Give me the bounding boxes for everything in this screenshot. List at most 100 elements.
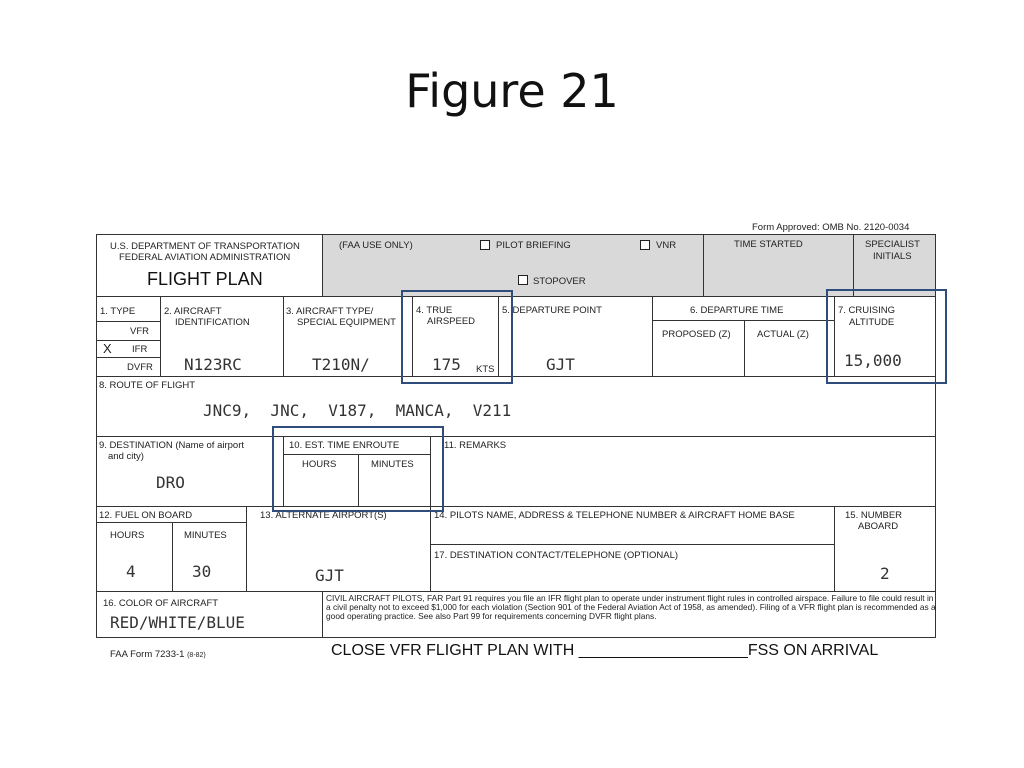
proposed-label: PROPOSED (Z) [662,329,731,340]
aircraft-id-label: 2. AIRCRAFT [164,306,222,317]
time-started-area [704,235,853,296]
form-number: FAA Form 7233-1 (8-82) [110,649,206,660]
ete-hours-label: HOURS [302,459,337,470]
altitude-value[interactable]: 15,000 [844,351,902,370]
pilot-briefing-checkbox[interactable] [480,240,490,250]
rule [834,506,835,591]
rule [96,376,936,377]
initials-label: INITIALS [873,251,912,262]
rule [96,591,936,592]
altitude-highlight [826,289,947,384]
fuel-hours-label: HOURS [110,530,145,541]
airspeed-label: 4. TRUE [416,305,453,316]
route-value[interactable]: JNC9, JNC, V187, MANCA, V211 [203,401,512,420]
aircraft-type-label: 3. AIRCRAFT TYPE/ [286,306,374,317]
department-name: U.S. DEPARTMENT OF TRANSPORTATION [110,241,300,252]
fuel-minutes-value[interactable]: 30 [192,562,212,581]
vnr-label: VNR [656,240,677,251]
faa-use-area [322,235,703,296]
rule [96,506,936,507]
rule [96,321,160,322]
rule [96,522,246,523]
pilot-briefing-label: PILOT BRIEFING [496,240,571,251]
altitude-label: 7. CRUISING [838,305,896,316]
fuel-label: 12. FUEL ON BOARD [99,510,193,521]
agency-name: FEDERAL AVIATION ADMINISTRATION [119,252,291,263]
pilot-info-label: 14. PILOTS NAME, ADDRESS & TELEPHONE NUM… [434,510,795,521]
alternate-value[interactable]: GJT [315,566,344,585]
rule [853,234,854,296]
destination-label: 9. DESTINATION (Name of airport [99,440,244,451]
form-number-text: FAA Form 7233-1 [110,649,185,660]
rule [283,454,430,455]
slide-title: Figure 21 [405,64,619,118]
aircraft-color-label: 16. COLOR OF AIRCRAFT [103,598,219,609]
airspeed-unit: KTS [476,364,495,375]
form-title: FLIGHT PLAN [147,269,263,289]
fuel-minutes-label: MINUTES [184,530,227,541]
rule [703,234,704,296]
vnr-checkbox[interactable] [640,240,650,250]
airspeed-value[interactable]: 175 [432,355,461,374]
aircraft-id-value[interactable]: N123RC [184,355,242,374]
rule [498,296,499,376]
number-aboard-label: 15. NUMBER [845,510,903,521]
rule [96,296,936,297]
stopover-checkbox[interactable] [518,275,528,285]
destination-contact-label: 17. DESTINATION CONTACT/TELEPHONE (OPTIO… [434,550,679,561]
rule [160,296,161,376]
aircraft-type-label-2: SPECIAL EQUIPMENT [297,317,396,328]
aircraft-type-value[interactable]: T210N/ [312,355,370,374]
type-ifr-mark: X [103,341,112,356]
rule [358,454,359,506]
rule [96,340,160,341]
form-date: (8-82) [187,652,206,659]
rule [172,522,173,591]
ete-highlight [272,426,444,512]
rule [652,296,653,376]
type-ifr: IFR [132,344,148,355]
actual-label: ACTUAL (Z) [757,329,809,340]
aircraft-id-label-2: IDENTIFICATION [175,317,250,328]
type-label: 1. TYPE [100,306,136,317]
rule [430,436,431,591]
remarks-label: 11. REMARKS [444,440,507,451]
rule [96,357,160,358]
route-label: 8. ROUTE OF FLIGHT [99,380,196,391]
type-dvfr: DVFR [127,362,153,373]
close-flight-plan-notice: CLOSE VFR FLIGHT PLAN WITH _____________… [331,642,879,659]
destination-value[interactable]: DRO [156,473,185,492]
fuel-hours-value[interactable]: 4 [126,562,136,581]
approval-note: Form Approved: OMB No. 2120-0034 [752,222,910,233]
type-vfr: VFR [130,326,149,337]
rule [652,320,834,321]
departure-label: 5. DEPARTURE POINT [502,305,602,316]
alternate-label: 13. ALTERNATE AIRPORT(S) [260,510,387,521]
number-aboard-value[interactable]: 2 [880,564,890,583]
stopover-label: STOPOVER [533,276,586,287]
altitude-label-2: ALTITUDE [849,317,895,328]
rule [412,296,413,376]
ete-minutes-label: MINUTES [371,459,414,470]
rule [430,544,834,545]
rule [744,320,745,376]
ete-label: 10. EST. TIME ENROUTE [289,440,400,451]
rule [322,591,323,637]
rule [246,506,247,591]
specialist-label: SPECIALIST [865,239,920,250]
faa-use-only: (FAA USE ONLY) [339,240,413,251]
aircraft-color-value[interactable]: RED/WHITE/BLUE [110,613,245,632]
specialist-area [854,235,935,296]
rule [283,296,284,376]
departure-time-label: 6. DEPARTURE TIME [690,305,784,316]
number-aboard-label-2: ABOARD [858,521,899,532]
time-started-label: TIME STARTED [734,239,803,250]
destination-label-2: and city) [108,451,144,462]
rule [96,436,936,437]
rule [322,234,323,296]
civil-pilots-notice: CIVIL AIRCRAFT PILOTS, FAR Part 91 requi… [326,593,936,621]
rule [834,296,835,376]
airspeed-highlight [401,290,513,384]
airspeed-label-2: AIRSPEED [427,316,476,327]
departure-value[interactable]: GJT [546,355,575,374]
